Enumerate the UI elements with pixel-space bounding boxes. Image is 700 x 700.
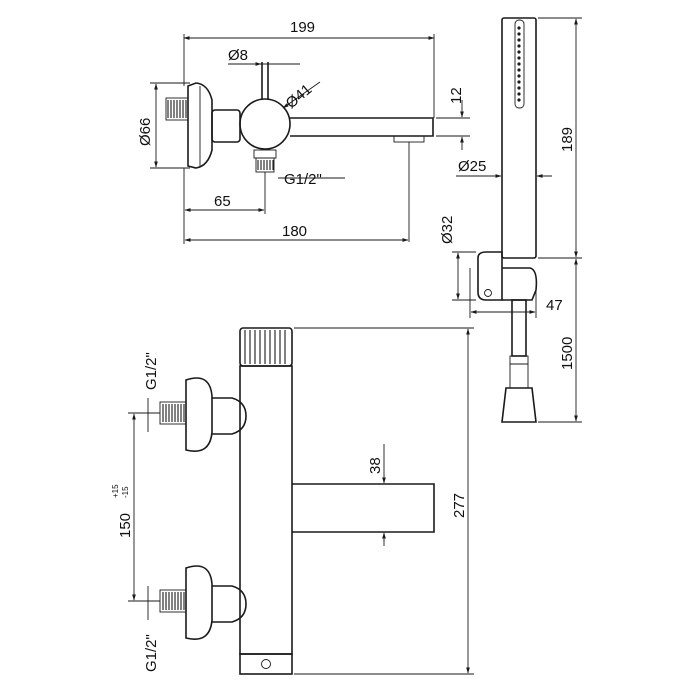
spout-top (290, 117, 434, 137)
knurled-cap (239, 327, 293, 367)
hose-nut (501, 387, 537, 423)
dim-180: 180 (282, 223, 307, 240)
thread-label-top: G1/2" (284, 171, 322, 188)
dim-65: 65 (214, 193, 231, 210)
dim-dia-41: Ø41 (283, 81, 316, 112)
shower-bracket (477, 251, 503, 301)
spout-front (292, 483, 435, 533)
dim-12: 12 (448, 87, 465, 104)
dim-47: 47 (546, 297, 563, 314)
thread-label-front-lower: G1/2" (143, 634, 160, 672)
dim-dia-8: Ø8 (228, 47, 248, 64)
dim-150: 150 (117, 513, 134, 538)
mixer-body (239, 365, 293, 655)
dim-38: 38 (367, 457, 384, 474)
hand-shower-view: 189 Ø25 Ø32 47 1500 (439, 17, 582, 423)
front-view: 38 277 150 +15 -15 G1/2" G1/2" (111, 327, 474, 675)
inlet-lower (159, 565, 247, 640)
top-view: 199 Ø8 Ø41 12 Ø66 G1/2" 65 180 (137, 19, 470, 244)
wall-flange-top (187, 82, 213, 169)
dim-199: 199 (290, 19, 315, 36)
tol-minus: -15 (121, 486, 130, 498)
thread-label-front-upper: G1/2" (143, 352, 160, 390)
dim-189: 189 (559, 127, 576, 152)
body-circle (239, 98, 291, 150)
threaded-inlet-top (165, 97, 189, 121)
inlet-upper (159, 377, 247, 452)
shower-handle (501, 17, 537, 259)
dim-277: 277 (451, 493, 468, 518)
tol-plus: +15 (111, 484, 120, 498)
dim-dia-32: Ø32 (439, 216, 456, 244)
dim-1500: 1500 (559, 337, 576, 370)
dim-dia-25: Ø25 (458, 158, 486, 175)
spray-nozzles (517, 26, 521, 102)
threaded-stub-top (255, 157, 275, 173)
dim-dia-66: Ø66 (137, 118, 154, 146)
